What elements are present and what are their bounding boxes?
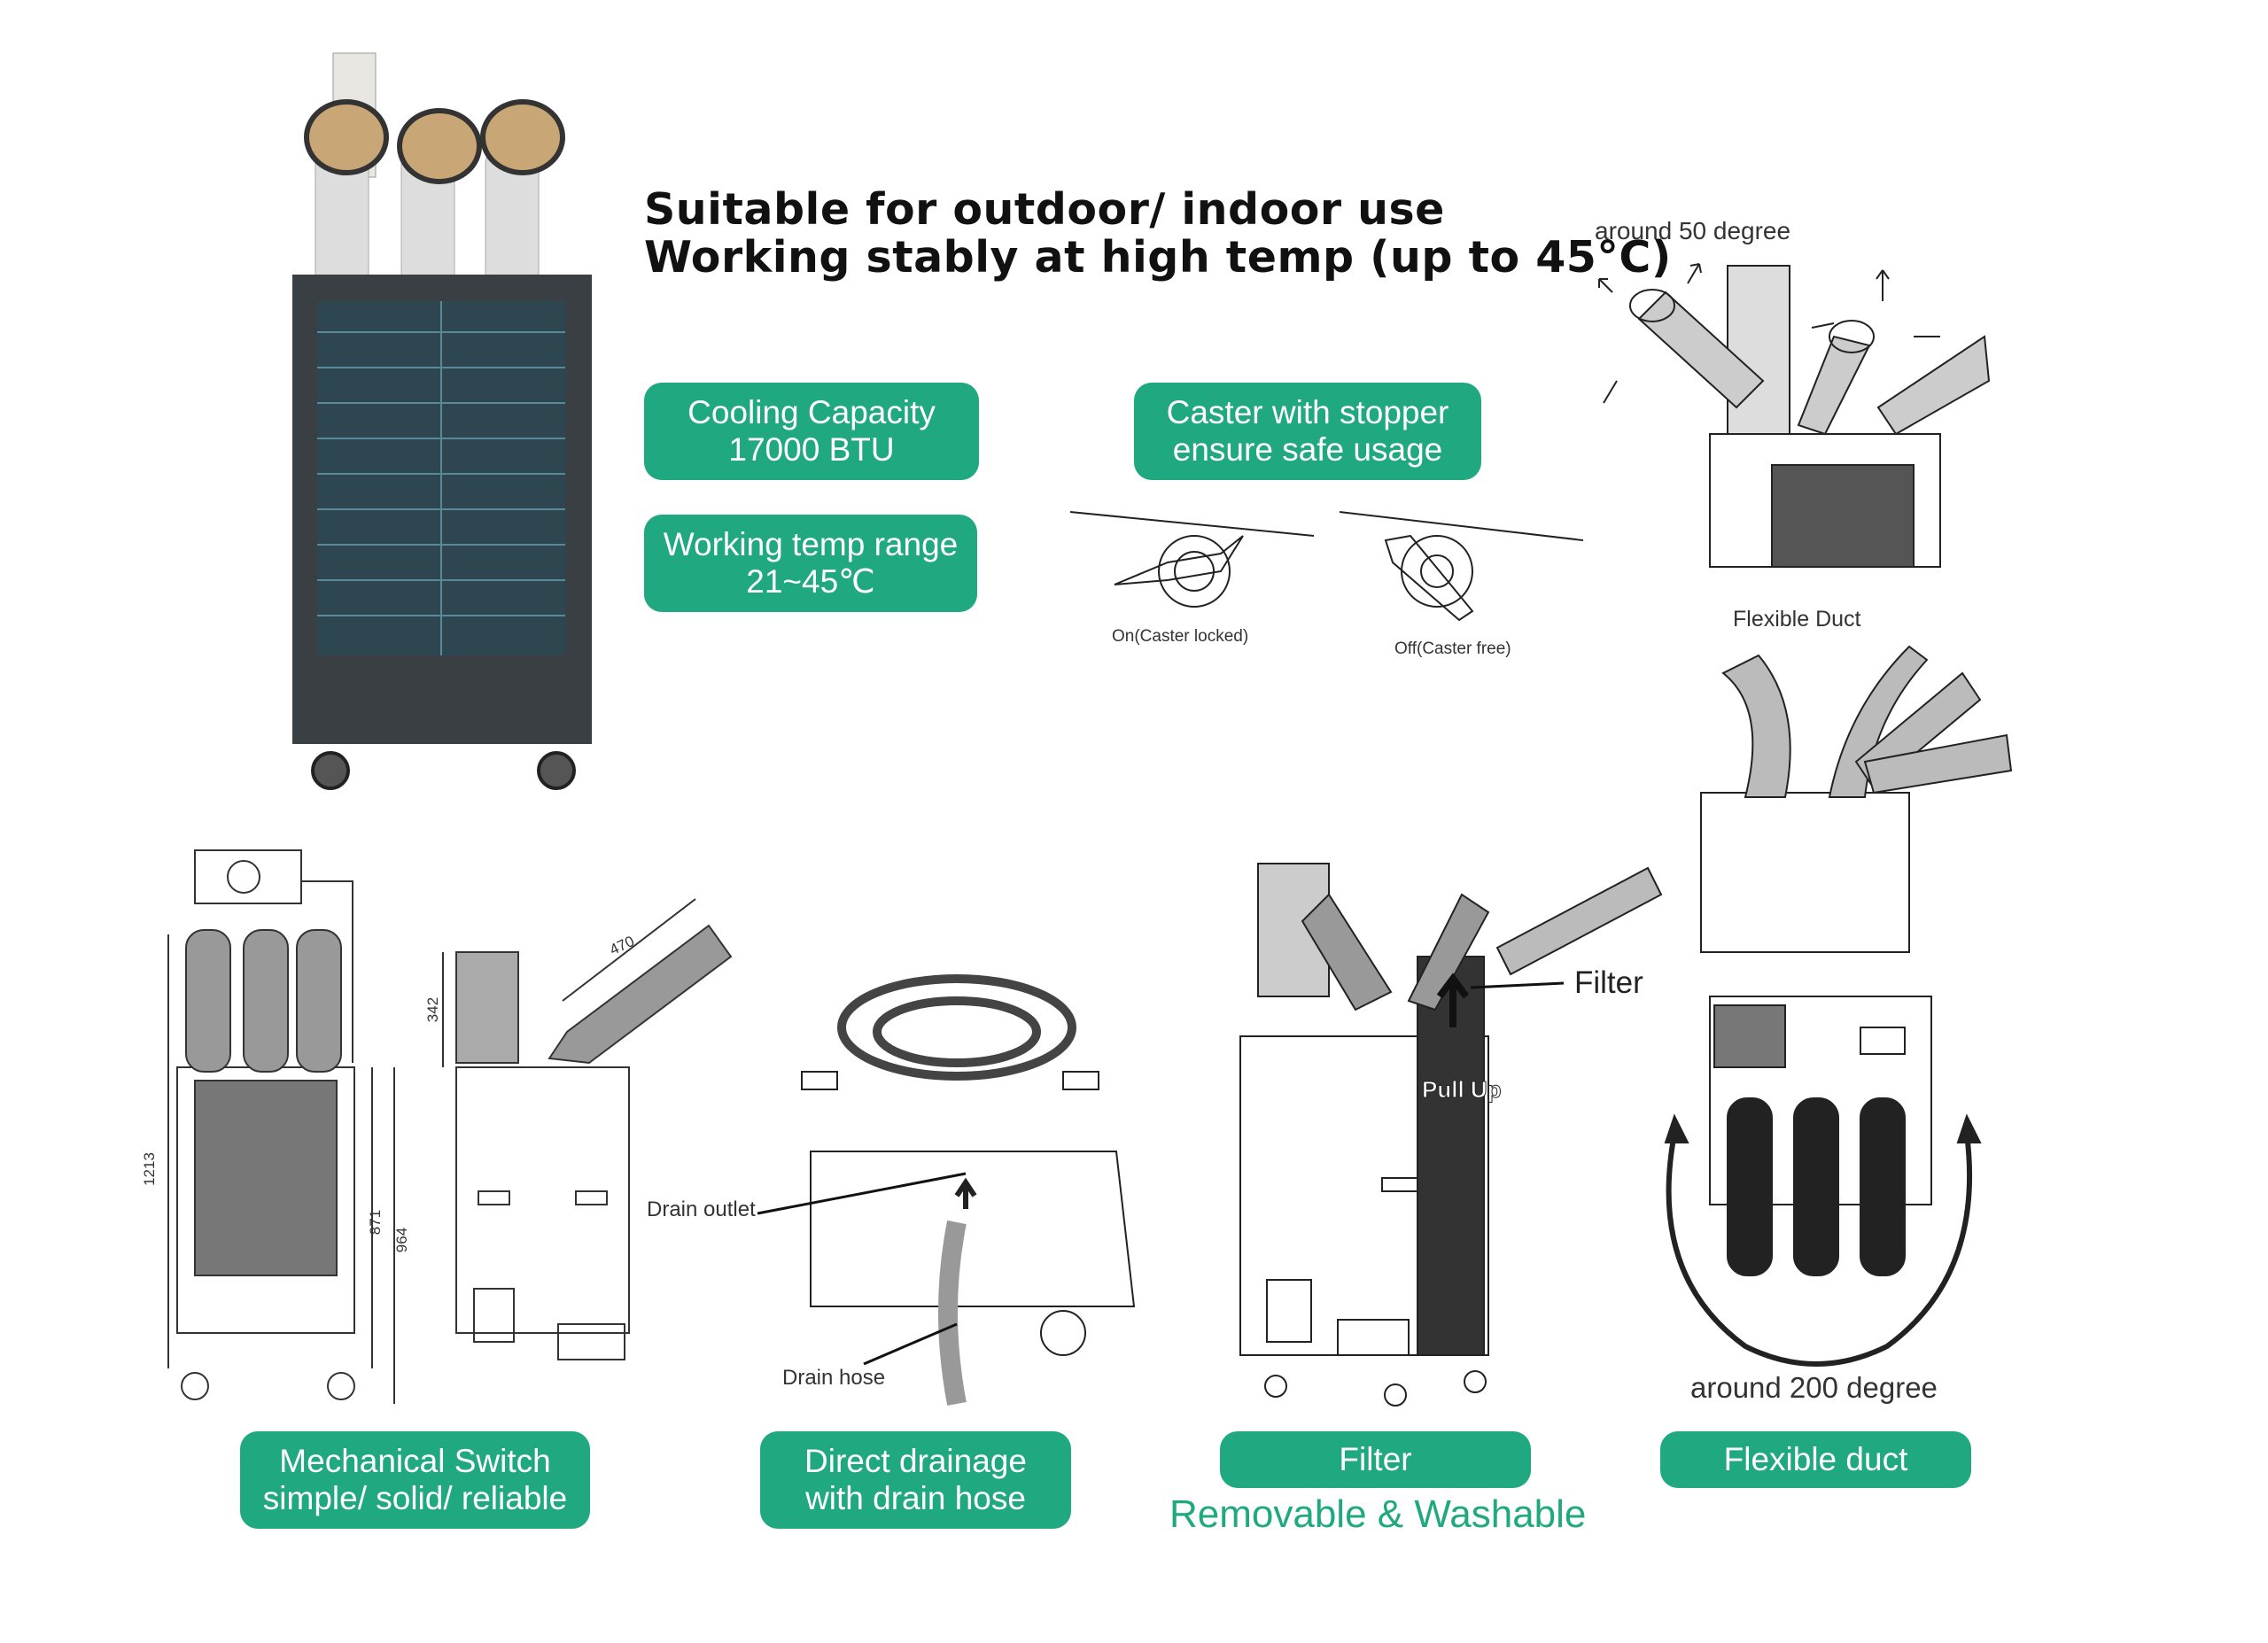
temp-range-label: Working temp range <box>663 526 959 562</box>
mechanical-switch-panel <box>194 849 353 1063</box>
filter-drawing <box>1239 863 1663 1407</box>
caster-locked-drawing <box>1069 511 1315 608</box>
drain-hose-leader-line <box>863 1322 958 1366</box>
filter-badge-label: Filter <box>1339 1441 1412 1477</box>
caster-wheel-icon <box>311 751 350 790</box>
mechanical-switch-line-1: Mechanical Switch <box>279 1443 551 1479</box>
duct-rotation-drawing <box>1664 996 1982 1367</box>
pull-up-label: Pull Up <box>1422 1076 1503 1104</box>
drain-outlet-label: Drain outlet <box>647 1197 756 1221</box>
angle-200-label: around 200 degree <box>1690 1371 1938 1404</box>
direction-arrow-icon <box>1598 263 1940 404</box>
drainage-badge: Direct drainage with drain hose <box>760 1431 1071 1529</box>
drainage-line-2: with drain hose <box>805 1480 1026 1516</box>
filter-callout-label: Filter <box>1574 965 1643 1000</box>
dimension-drawing <box>167 849 733 1404</box>
dimension-body: 871 <box>367 1209 384 1236</box>
caster-wheel-icon <box>537 751 576 790</box>
temp-range-badge: Working temp range 21~45℃ <box>644 515 977 612</box>
drainage-drawing <box>801 974 1136 1407</box>
flexible-duct-badge-label: Flexible duct <box>1723 1441 1908 1477</box>
mechanical-switch-badge: Mechanical Switch simple/ solid/ reliabl… <box>240 1431 590 1529</box>
flexible-duct-drawing <box>1700 645 2013 953</box>
rotation-arrow-icon <box>1666 1133 1973 1367</box>
temp-range-value: 21~45℃ <box>746 563 875 600</box>
caster-badge-line-2: ensure safe usage <box>1172 431 1443 468</box>
caster-off-label: Off(Caster free) <box>1394 639 1511 658</box>
headline: Suitable for outdoor/ indoor use Working… <box>644 186 1672 282</box>
caster-free-drawing <box>1339 511 1584 622</box>
flexible-duct-label: Flexible Duct <box>1733 607 1861 632</box>
dimension-body-wheels: 964 <box>393 1227 411 1253</box>
cooling-capacity-label: Cooling Capacity <box>687 394 936 430</box>
cooling-capacity-badge: Cooling Capacity 17000 BTU <box>644 383 979 480</box>
caster-badge-line-1: Caster with stopper <box>1166 394 1449 430</box>
duct-angle-drawing <box>1598 263 1991 568</box>
caster-badge: Caster with stopper ensure safe usage <box>1134 383 1481 480</box>
filter-removable-washable: Removable & Washable <box>1169 1492 1587 1536</box>
headline-line-2: Working stably at high temp (up to 45°C) <box>644 232 1672 283</box>
cooling-capacity-value: 17000 BTU <box>728 431 895 468</box>
caster-on-label: On(Caster locked) <box>1112 627 1249 646</box>
drain-hose-label: Drain hose <box>782 1366 886 1390</box>
dimension-height-total: 1213 <box>140 1152 158 1186</box>
dimension-duct-height: 342 <box>424 996 442 1023</box>
angle-50-label: around 50 degree <box>1595 217 1791 244</box>
flexible-duct-badge: Flexible duct <box>1660 1431 1971 1488</box>
filter-badge: Filter <box>1220 1431 1531 1488</box>
mechanical-switch-line-2: simple/ solid/ reliable <box>262 1480 568 1516</box>
drainage-line-1: Direct drainage <box>804 1443 1027 1479</box>
drain-outlet-leader-line <box>757 1172 967 1215</box>
headline-line-1: Suitable for outdoor/ indoor use <box>644 184 1445 235</box>
product-unit-image <box>292 52 592 790</box>
